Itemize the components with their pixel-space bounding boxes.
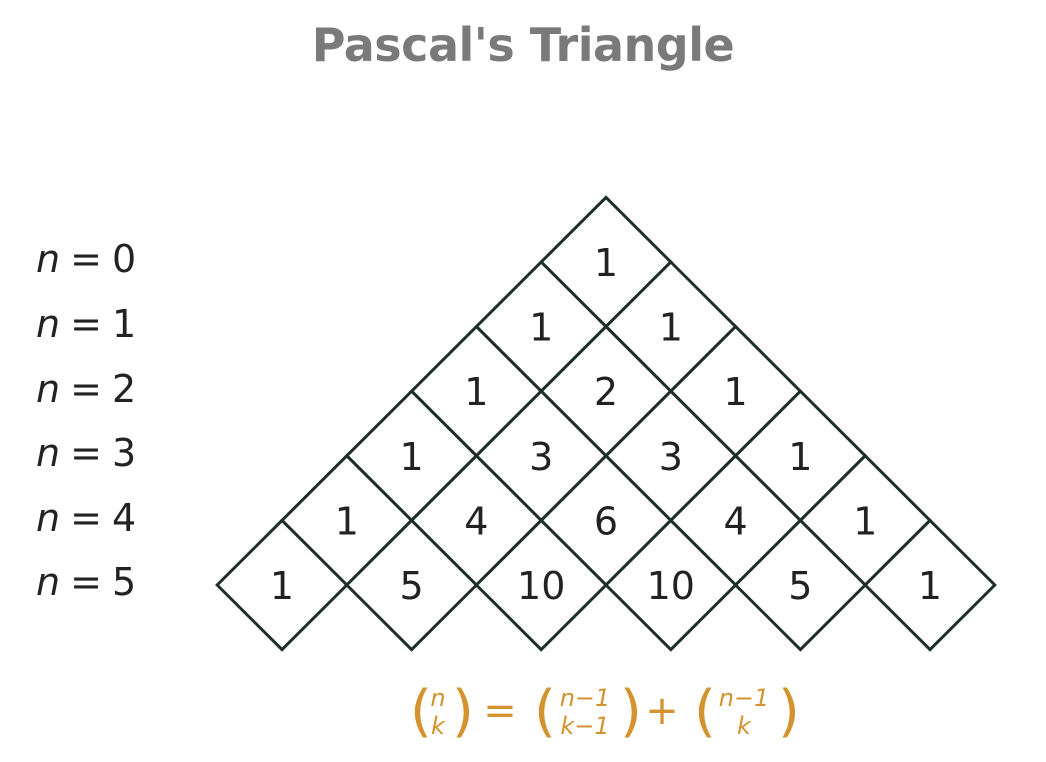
cell-n5-k1 xyxy=(344,518,479,652)
right-paren: ) xyxy=(452,679,474,744)
cell-value-n4-k1: 4 xyxy=(464,499,488,543)
cell-value-n5-k5: 1 xyxy=(918,564,942,608)
row-label-value: 4 xyxy=(111,496,137,540)
row-label-value: 1 xyxy=(111,302,137,346)
cell-value-n4-k2: 6 xyxy=(594,499,618,543)
term2-top: n−1 xyxy=(719,684,770,712)
row-label-equals: = xyxy=(70,560,102,604)
term1-top: n−1 xyxy=(560,684,611,712)
cell-value-n3-k1: 3 xyxy=(529,435,553,479)
page-title: Pascal's Triangle xyxy=(311,18,735,72)
row-label-value: 2 xyxy=(111,367,137,411)
row-label-n1: n=1 xyxy=(36,305,136,343)
right-paren: ) xyxy=(620,679,642,744)
left-paren: ( xyxy=(410,679,432,744)
cell-value-n2-k1: 2 xyxy=(594,370,618,414)
row-label-variable: n xyxy=(36,496,61,540)
row-label-variable: n xyxy=(36,560,61,604)
row-label-value: 5 xyxy=(111,560,137,604)
cell-value-n4-k3: 4 xyxy=(724,499,748,543)
cell-n5-k5 xyxy=(863,518,997,652)
lhs-top: n xyxy=(430,684,445,712)
recurrence-formula: ( n k ) = ( n−1 k−1 ) + ( n−1 k ) xyxy=(410,679,800,744)
cell-value-n3-k3: 1 xyxy=(788,435,812,479)
row-label-n5: n=5 xyxy=(36,563,136,601)
cell-n5-k2 xyxy=(474,518,609,652)
row-label-n3: n=3 xyxy=(36,434,136,472)
row-label-equals: = xyxy=(70,496,102,540)
row-label-equals: = xyxy=(70,302,102,346)
row-label-variable: n xyxy=(36,237,61,281)
cell-value-n2-k2: 1 xyxy=(724,370,748,414)
row-label-n4: n=4 xyxy=(36,499,136,537)
row-label-variable: n xyxy=(36,302,61,346)
row-label-equals: = xyxy=(70,431,102,475)
cell-value-n2-k0: 1 xyxy=(464,370,488,414)
cell-value-n4-k4: 1 xyxy=(853,499,877,543)
right-paren: ) xyxy=(778,679,800,744)
row-label-variable: n xyxy=(36,367,61,411)
cell-value-n5-k1: 5 xyxy=(400,564,424,608)
left-paren: ( xyxy=(534,679,556,744)
lhs-bottom: k xyxy=(431,712,446,740)
cell-value-n5-k2: 10 xyxy=(517,564,565,608)
term1-bottom: k−1 xyxy=(560,712,609,740)
cell-value-n5-k0: 1 xyxy=(270,564,294,608)
left-paren: ( xyxy=(694,679,716,744)
row-label-value: 0 xyxy=(111,237,137,281)
cell-value-n1-k1: 1 xyxy=(659,306,683,350)
term2-bottom: k xyxy=(737,712,752,740)
cell-value-n4-k0: 1 xyxy=(335,499,359,543)
row-label-n2: n=2 xyxy=(36,370,136,408)
row-label-equals: = xyxy=(70,367,102,411)
cell-n5-k4 xyxy=(733,518,868,652)
row-label-n0: n=0 xyxy=(36,240,136,278)
cell-value-n3-k0: 1 xyxy=(400,435,424,479)
cell-value-n5-k4: 5 xyxy=(788,564,812,608)
row-label-value: 3 xyxy=(111,431,137,475)
cell-n5-k0 xyxy=(215,518,349,652)
row-label-variable: n xyxy=(36,431,61,475)
equals-sign: = xyxy=(483,688,517,734)
cell-value-n0-k0: 1 xyxy=(594,241,618,285)
cell-value-n5-k3: 10 xyxy=(647,564,695,608)
row-label-equals: = xyxy=(70,237,102,281)
cell-n5-k3 xyxy=(603,518,738,652)
cell-value-n3-k2: 3 xyxy=(659,435,683,479)
cell-value-n1-k0: 1 xyxy=(529,306,553,350)
plus-sign: + xyxy=(645,688,679,734)
